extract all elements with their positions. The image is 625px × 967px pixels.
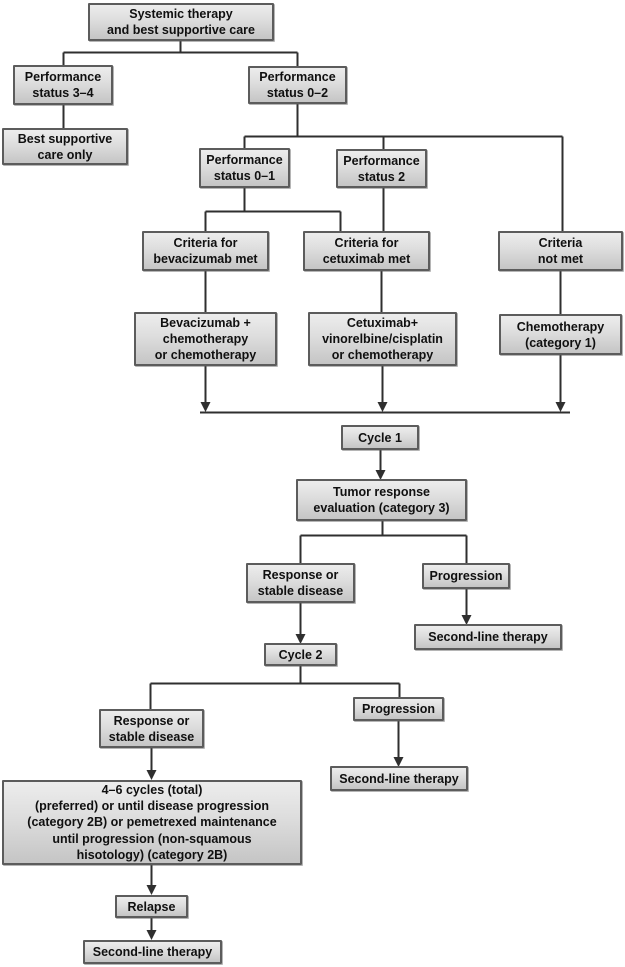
connector-ps01-split <box>204 187 342 232</box>
connector-cycle2-split <box>149 665 401 710</box>
node-performance-status-0-2: Performance status 0–2 <box>248 66 347 104</box>
connector-ps02-split <box>243 103 564 232</box>
node-chemotherapy-category-1: Chemotherapy (category 1) <box>499 314 622 355</box>
node-response-stable-disease-1: Response or stable disease <box>246 563 355 603</box>
node-progression-1: Progression <box>422 563 510 589</box>
node-second-line-therapy-2: Second-line therapy <box>330 766 468 791</box>
node-performance-status-0-1: Performance status 0–1 <box>199 148 290 188</box>
node-cycle-1: Cycle 1 <box>341 425 419 450</box>
node-tumor-response-evaluation: Tumor response evaluation (category 3) <box>296 479 467 521</box>
node-second-line-therapy-3: Second-line therapy <box>83 940 222 964</box>
node-criteria-not-met: Criteria not met <box>498 231 623 271</box>
node-criteria-cetuximab-met: Criteria for cetuximab met <box>303 231 430 271</box>
node-systemic-therapy: Systemic therapy and best supportive car… <box>88 3 274 41</box>
node-second-line-therapy-1: Second-line therapy <box>414 624 562 650</box>
node-cetuximab-vinorelbine-cisplatin: Cetuximab+ vinorelbine/cisplatin or chem… <box>308 312 457 366</box>
node-progression-2: Progression <box>353 697 444 721</box>
node-bevacizumab-chemotherapy: Bevacizumab + chemotherapy or chemothera… <box>134 312 277 366</box>
node-performance-status-2: Performance status 2 <box>336 149 427 188</box>
node-cycle-2: Cycle 2 <box>264 643 337 666</box>
connector-systemic-split <box>62 40 299 67</box>
node-4-6-cycles-total: 4–6 cycles (total) (preferred) or until … <box>2 780 302 865</box>
node-criteria-bevacizumab-met: Criteria for bevacizumab met <box>142 231 269 271</box>
node-relapse: Relapse <box>115 895 188 918</box>
node-best-supportive-care: Best supportive care only <box>2 128 128 165</box>
connector-tumor-split <box>299 520 468 564</box>
node-performance-status-3-4: Performance status 3–4 <box>13 65 113 105</box>
node-response-stable-disease-2: Response or stable disease <box>99 709 204 748</box>
